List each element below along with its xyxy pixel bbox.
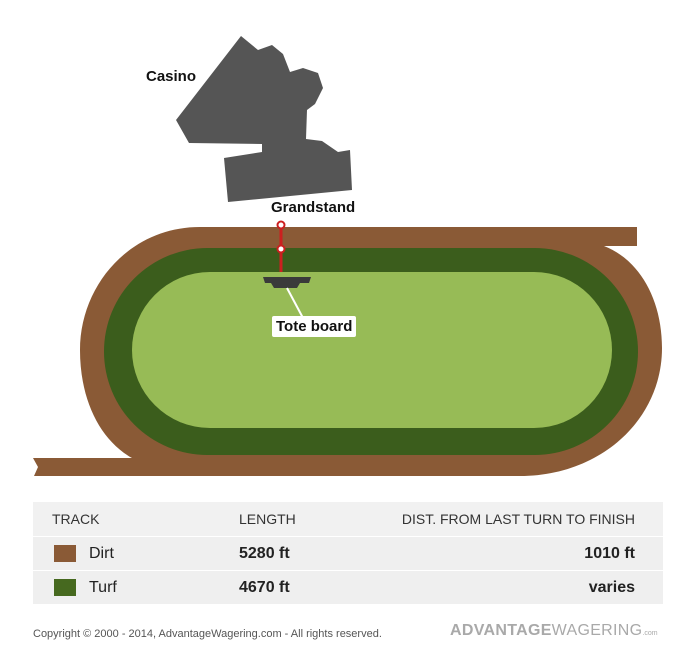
tote-board-leader-line xyxy=(286,287,304,319)
header-track: TRACK xyxy=(52,511,100,527)
casino-label: Casino xyxy=(146,68,197,85)
header-distance: DIST. FROM LAST TURN TO FINISH xyxy=(401,511,635,527)
brand-logo: ADVANTAGEWAGERING.com xyxy=(450,622,658,640)
track-name: Turf xyxy=(89,579,117,596)
track-distance: 1010 ft xyxy=(584,545,635,562)
finish-pole-marker xyxy=(276,244,286,254)
table-row-turf: Turf 4670 ft varies xyxy=(33,571,663,605)
header-length: LENGTH xyxy=(239,511,296,527)
track-length: 5280 ft xyxy=(239,545,290,562)
turf-color-swatch xyxy=(54,579,76,596)
track-diagram-svg xyxy=(33,36,662,476)
tote-board-label: Tote board xyxy=(272,316,357,337)
finish-pole-top-marker xyxy=(276,220,286,230)
track-length: 4670 ft xyxy=(239,579,290,596)
track-distance: varies xyxy=(588,579,635,596)
infield xyxy=(132,272,612,428)
brand-suffix: .com xyxy=(642,630,658,637)
track-diagram: Casino Grandstand Tote board xyxy=(33,36,662,476)
dirt-color-swatch xyxy=(54,545,76,562)
table-row-dirt: Dirt 5280 ft 1010 ft xyxy=(33,537,663,571)
copyright-text: Copyright © 2000 - 2014, AdvantageWageri… xyxy=(33,628,382,640)
track-name: Dirt xyxy=(89,545,114,562)
grandstand-label: Grandstand xyxy=(271,199,356,216)
tote-board-shape xyxy=(263,277,311,288)
brand-light: WAGERING xyxy=(551,622,643,639)
brand-bold: ADVANTAGE xyxy=(450,622,552,639)
track-table: TRACK LENGTH DIST. FROM LAST TURN TO FIN… xyxy=(33,502,663,605)
table-header-row: TRACK LENGTH DIST. FROM LAST TURN TO FIN… xyxy=(33,502,663,537)
casino-building xyxy=(176,36,352,202)
